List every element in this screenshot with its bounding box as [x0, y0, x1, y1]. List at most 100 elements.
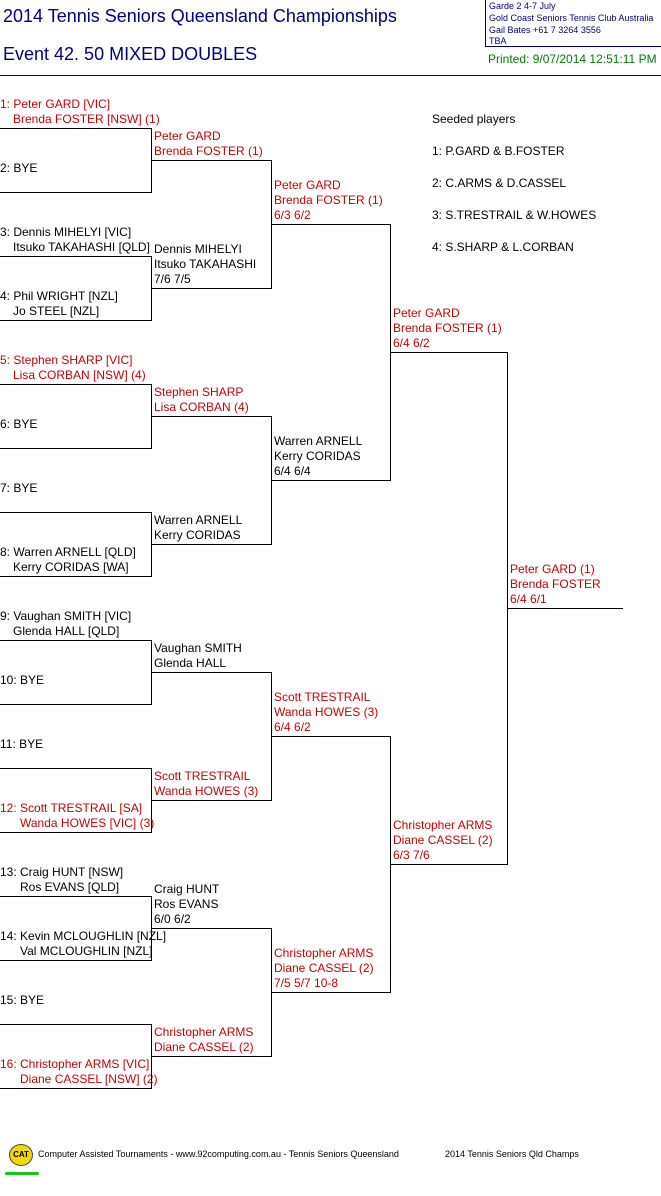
seed-item: 4: S.SHARP & L.CORBAN: [432, 240, 574, 254]
r2-entry-name1: Vaughan SMITH: [154, 641, 242, 655]
r1-entry-name1: 8: Warren ARNELL [QLD]: [0, 545, 136, 559]
qf-entry-name2: Diane CASSEL (2): [274, 961, 374, 975]
r1-entry-line: [0, 448, 151, 449]
r2-entry-line: [151, 416, 271, 417]
r1-entry-name2: Glenda HALL [QLD]: [13, 624, 120, 638]
r2-entry-name1: Warren ARNELL: [154, 513, 243, 527]
info-tba: TBA: [489, 36, 507, 46]
r2-entry-name2: Ros EVANS: [154, 897, 219, 911]
r1-entry-line: [0, 512, 151, 513]
r2-entry-line: [151, 544, 271, 545]
r1-entry-name1: 6: BYE: [0, 417, 38, 431]
qf-entry-line: [271, 992, 390, 993]
r1-entry-name1: 4: Phil WRIGHT [NZL]: [0, 289, 118, 303]
r1-entry-line: [0, 832, 151, 833]
r1-entry-name1: 3: Dennis MIHELYI [VIC]: [0, 225, 132, 239]
r1-entry-name2: Itsuko TAKAHASHI [QLD]: [13, 240, 150, 254]
r1-entry-line: [0, 768, 151, 769]
seed-item: 2: C.ARMS & D.CASSEL: [432, 176, 567, 190]
sf-entry-name1: Christopher ARMS: [393, 818, 493, 832]
r1-entry-name1: 10: BYE: [0, 673, 45, 687]
r1-entry-name2: Diane CASSEL [NSW] (2): [20, 1072, 158, 1086]
r2-entry-name1: Craig HUNT: [154, 882, 220, 896]
qf-entry-line: [271, 224, 390, 225]
r1-entry-line: [0, 640, 151, 641]
r2-entry-name2: Wanda HOWES (3): [154, 784, 259, 798]
r1-entry-name1: 13: Craig HUNT [NSW]: [0, 865, 124, 879]
r2-entry-line: [151, 1056, 271, 1057]
qf-entry-score: 6/3 6/2: [274, 208, 311, 222]
tournament-info-box: Garde 2 4-7 July Gold Coast Seniors Tenn…: [485, 0, 661, 47]
r1-entry-name2: Val MCLOUGHLIN [NZL]: [20, 944, 153, 958]
footer-credit: Computer Assisted Tournaments - www.92co…: [38, 1149, 399, 1159]
seeds-heading: Seeded players: [432, 112, 516, 126]
r1-entry-name1: 1: Peter GARD [VIC]: [0, 97, 111, 111]
qf-entry-name1: Scott TRESTRAIL: [274, 690, 371, 704]
qf-entry-score: 7/5 5/7 10-8: [274, 976, 339, 990]
r1-entry-name1: 11: BYE: [0, 737, 44, 751]
r2-entry-line: [151, 160, 271, 161]
r1-entry-line: [0, 576, 151, 577]
r1-entry-name1: 14: Kevin MCLOUGHLIN [NZL]: [0, 929, 167, 943]
event-title: Event 42. 50 MIXED DOUBLES: [3, 44, 258, 64]
champion-score: 6/4 6/1: [510, 592, 547, 606]
r2-entry-line: [151, 672, 271, 673]
r1-entry-line: [0, 320, 151, 321]
r2-entry-line: [151, 288, 271, 289]
r2-entry-name1: Scott TRESTRAIL: [154, 769, 251, 783]
r1-entry-line: [0, 704, 151, 705]
qf-entry-score: 6/4 6/4: [274, 464, 311, 478]
r2-entry-name1: Dennis MIHELYI: [154, 242, 242, 256]
sf-entry-name2: Brenda FOSTER (1): [393, 321, 502, 335]
r2-entry-score: 6/0 6/2: [154, 912, 191, 926]
r1-entry-name2: Wanda HOWES [VIC] (3): [20, 816, 155, 830]
r1-entry-name1: 2: BYE: [0, 161, 38, 175]
r1-entry-name1: 12: Scott TRESTRAIL [SA]: [0, 801, 143, 815]
info-dates: Garde 2 4-7 July: [489, 1, 556, 11]
r2-entry-name2: Itsuko TAKAHASHI: [154, 257, 257, 271]
r1-entry-line: [0, 256, 151, 257]
r1-entry-name1: 5: Stephen SHARP [VIC]: [0, 353, 133, 367]
r1-entry-line: [0, 128, 151, 129]
qf-entry-name2: Kerry CORIDAS: [274, 449, 361, 463]
r1-entry-line: [0, 896, 151, 897]
qf-entry-line: [271, 736, 390, 737]
r1-entry-name1: 16: Christopher ARMS [VIC]: [0, 1057, 150, 1071]
r2-entry-name2: Lisa CORBAN (4): [154, 400, 249, 414]
sf-entry-line: [390, 352, 507, 353]
qf-entry-score: 6/4 6/2: [274, 720, 311, 734]
qf-entry-name1: Warren ARNELL: [274, 434, 363, 448]
r1-entry-line: [0, 1088, 151, 1089]
r1-entry-name2: Ros EVANS [QLD]: [20, 880, 120, 894]
r2-entry-name1: Stephen SHARP: [154, 385, 244, 399]
r1-entry-name1: 15: BYE: [0, 993, 45, 1007]
sf-entry-line: [390, 864, 507, 865]
qf-entry-name2: Wanda HOWES (3): [274, 705, 379, 719]
qf-entry-name1: Peter GARD: [274, 178, 341, 192]
r2-entry-name2: Diane CASSEL (2): [154, 1040, 254, 1054]
sf-entry-score: 6/4 6/2: [393, 336, 430, 350]
printed-timestamp: Printed: 9/07/2014 12:51:11 PM: [488, 52, 657, 66]
qf-entry-name1: Christopher ARMS: [274, 946, 374, 960]
r1-entry-name2: Brenda FOSTER [NSW] (1): [13, 112, 160, 126]
r2-entry-score: 7/6 7/5: [154, 272, 191, 286]
r2-entry-name2: Glenda HALL: [154, 656, 227, 670]
sf-entry-score: 6/3 7/6: [393, 848, 430, 862]
r2-entry-name2: Kerry CORIDAS: [154, 528, 241, 542]
r2-entry-line: [151, 928, 271, 929]
r1-entry-line: [0, 384, 151, 385]
r2-entry-name1: Peter GARD: [154, 129, 221, 143]
r1-entry-line: [0, 192, 151, 193]
info-contact: Gail Bates +61 7 3264 3556: [489, 25, 601, 35]
cat-logo-underline: [5, 1172, 39, 1175]
cat-logo: CAT: [9, 1144, 33, 1166]
r1-entry-line: [0, 1024, 151, 1025]
seed-item: 3: S.TRESTRAIL & W.HOWES: [432, 208, 597, 222]
champion-name1: Peter GARD (1): [510, 562, 595, 576]
r1-entry-name1: 7: BYE: [0, 481, 38, 495]
champion-name2: Brenda FOSTER: [510, 577, 601, 591]
qf-entry-line: [271, 480, 390, 481]
seed-item: 1: P.GARD & B.FOSTER: [432, 144, 565, 158]
r1-entry-name1: 9: Vaughan SMITH [VIC]: [0, 609, 132, 623]
r2-entry-line: [151, 800, 271, 801]
